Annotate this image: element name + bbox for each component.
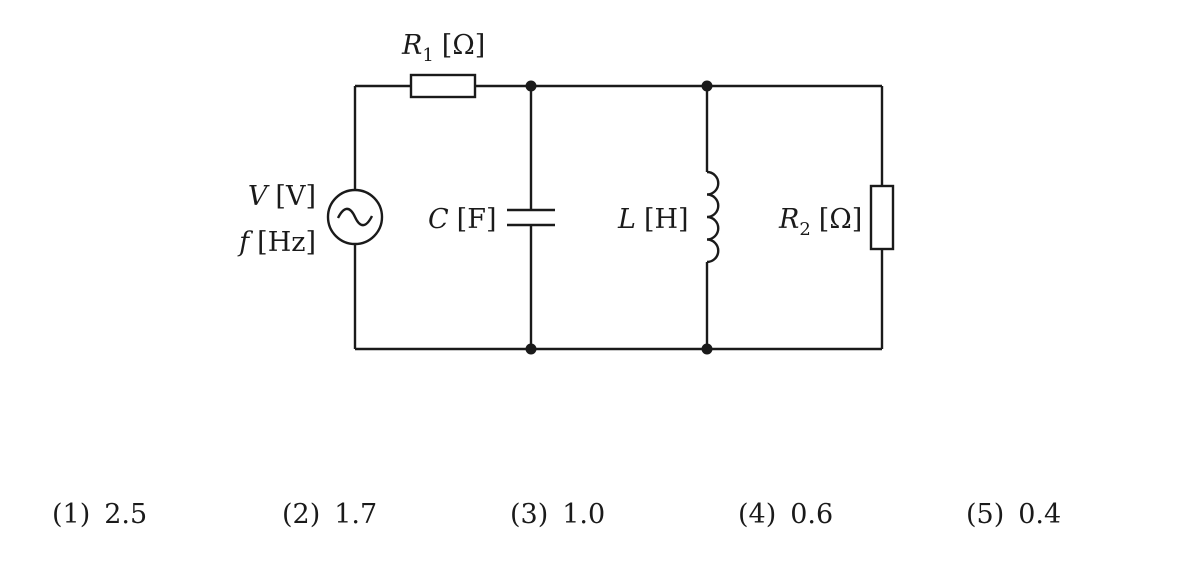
- source-frequency-label: f[Hz]: [237, 227, 316, 258]
- choice-number: (3): [510, 499, 549, 530]
- source-voltage-label: V[V]: [248, 181, 316, 212]
- choice-value: 0.4: [1018, 499, 1062, 530]
- node-top-capacitor: [525, 80, 537, 92]
- choice-number: (4): [738, 499, 777, 530]
- choice-value: 1.7: [334, 499, 378, 530]
- resistor-r1: [409, 73, 477, 99]
- node-top-inductor: [701, 80, 713, 92]
- choice-number: (1): [52, 499, 91, 530]
- inductor-label: L[H]: [617, 204, 689, 235]
- choice-number: (2): [282, 499, 321, 530]
- choice-1[interactable]: (1) 2.5: [52, 499, 147, 530]
- wires: [353, 84, 884, 351]
- capacitor: [507, 208, 555, 227]
- choice-4[interactable]: (4) 0.6: [738, 499, 833, 530]
- r2-label: R2[Ω]: [778, 204, 862, 240]
- choice-3[interactable]: (3) 1.0: [510, 499, 605, 530]
- inductor: [706, 170, 720, 264]
- choice-number: (5): [966, 499, 1005, 530]
- r1-label: R1[Ω]: [401, 30, 485, 66]
- node-bottom-capacitor: [525, 343, 537, 355]
- choice-2[interactable]: (2) 1.7: [282, 499, 377, 530]
- capacitor-label: C[F]: [428, 204, 496, 235]
- choice-value: 1.0: [562, 499, 606, 530]
- circuit-diagram: R1[Ω] V[V] f[Hz] C[F] L[H] R2[Ω]: [237, 30, 895, 355]
- resistor-r2: [869, 184, 895, 251]
- ac-source: [326, 188, 384, 246]
- choice-value: 2.5: [104, 499, 148, 530]
- node-bottom-inductor: [701, 343, 713, 355]
- choice-value: 0.6: [790, 499, 834, 530]
- choice-5[interactable]: (5) 0.4: [966, 499, 1061, 530]
